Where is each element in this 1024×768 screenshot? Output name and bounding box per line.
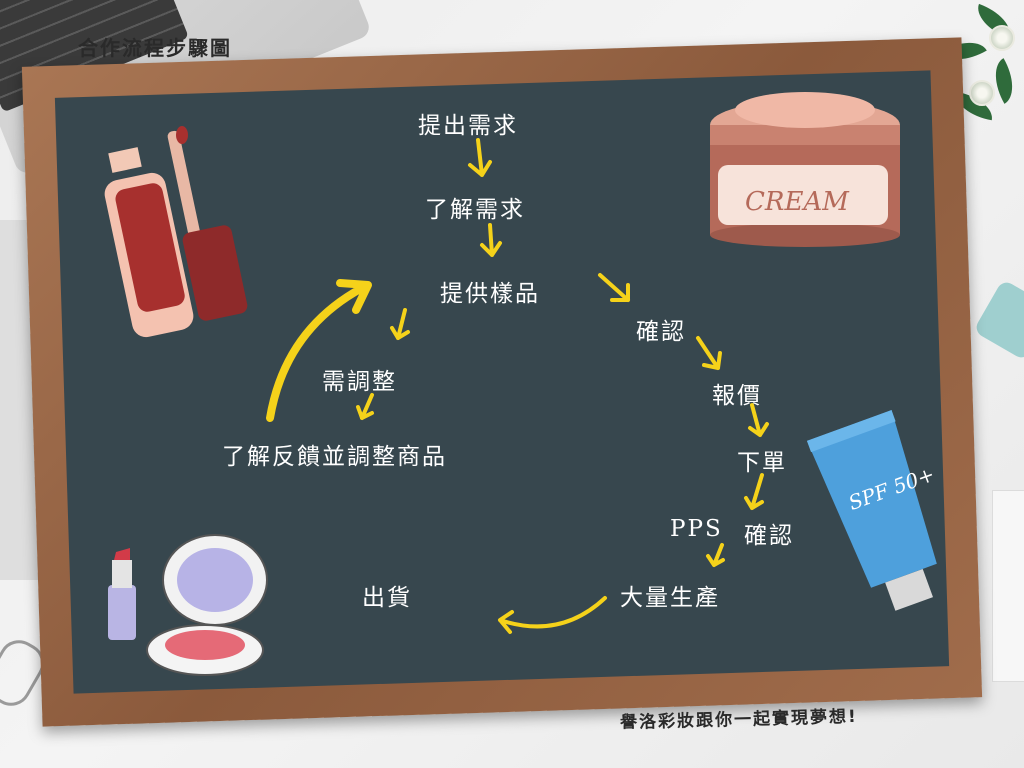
paper-sheet-right [992,490,1024,682]
arrow-sample-to-adjust [390,308,410,340]
arrow-pps-to-production [706,543,725,567]
step-pps-confirm: 確認 [744,523,794,549]
step-pps: PPS [670,516,723,542]
compact-powder-icon [146,534,268,676]
step-quote: 報價 [712,383,762,409]
flow-arrows [266,138,769,634]
lipstick-icon [108,548,136,640]
step-understand-requirement: 了解需求 [425,197,525,223]
step-place-order: 下單 [737,450,787,476]
arrow-feedback-to-sample [266,279,372,422]
step-mass-production: 大量生產 [620,585,720,611]
step-provide-sample: 提供樣品 [440,281,540,307]
step-ship: 出貨 [362,585,412,611]
cream-label: CREAM [745,187,850,217]
step-confirm: 確認 [636,319,686,345]
arrow-propose-to-understand [468,138,492,177]
cream-jar-icon [710,92,900,247]
sunscreen-tube-icon [806,410,937,611]
arrow-order-to-pps [744,473,764,510]
step-propose-requirement: 提出需求 [418,113,518,139]
step-need-adjustment: 需調整 [322,369,397,395]
arrow-adjust-to-feedback [356,393,374,420]
arrow-production-to-ship [498,596,607,634]
arrow-confirm-to-quote [696,336,722,370]
lip-gloss-icon [104,126,248,338]
step-feedback-adjust-product: 了解反饋並調整商品 [222,444,447,470]
arrow-sample-to-confirm [598,273,630,302]
arrow-understand-to-sample [480,223,502,257]
arrow-quote-to-order [748,403,769,437]
plant-decoration [914,0,1024,130]
page-title: 合作流程步驟圖 [78,36,232,60]
